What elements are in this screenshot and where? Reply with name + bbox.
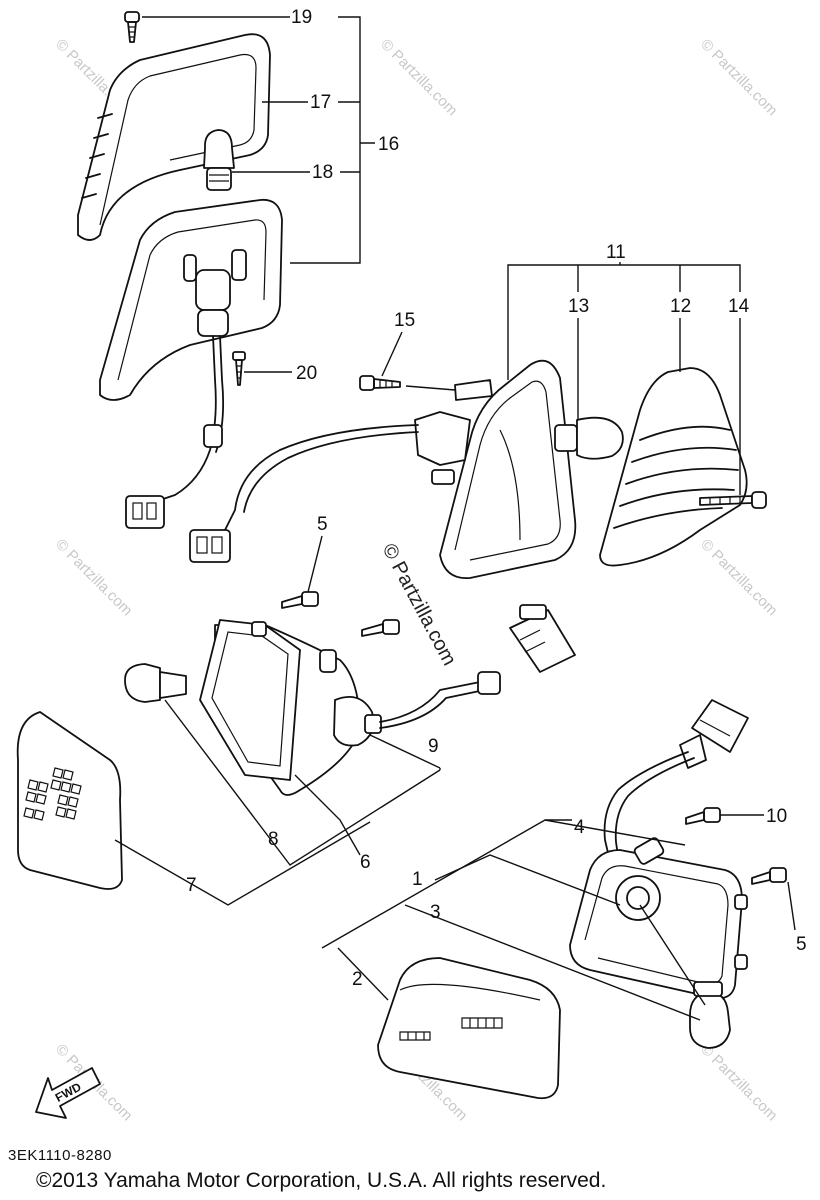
watermark: © Partzilla.com bbox=[697, 1041, 780, 1124]
label-20: 20 bbox=[296, 363, 317, 384]
label-5-right: 5 bbox=[796, 934, 807, 955]
label-19: 19 bbox=[291, 7, 312, 28]
flasher-housing-1 bbox=[569, 837, 748, 1000]
screw-5-top bbox=[281, 591, 319, 609]
label-13: 13 bbox=[568, 296, 589, 317]
label-6: 6 bbox=[360, 852, 371, 873]
front-flasher-assembly bbox=[189, 359, 767, 579]
screw-center bbox=[361, 619, 400, 637]
bulb-13 bbox=[554, 416, 624, 460]
label-14: 14 bbox=[728, 296, 750, 317]
bulb-18 bbox=[203, 129, 235, 191]
label-11: 11 bbox=[606, 242, 626, 263]
screw-5-right bbox=[751, 867, 787, 885]
label-15: 15 bbox=[394, 310, 415, 331]
watermark: © Partzilla.com bbox=[377, 36, 460, 119]
screw-19 bbox=[124, 11, 140, 43]
flasher-housing-11 bbox=[414, 359, 577, 579]
lens-7 bbox=[16, 711, 123, 890]
screw-10 bbox=[685, 807, 721, 825]
label-10: 10 bbox=[766, 806, 787, 827]
lens-17 bbox=[77, 33, 271, 241]
label-1: 1 bbox=[412, 869, 423, 890]
label-8: 8 bbox=[268, 829, 279, 850]
flasher-assembly-lower-left bbox=[16, 591, 576, 890]
copyright: ©2013 Yamaha Motor Corporation, U.S.A. A… bbox=[36, 1169, 606, 1192]
flasher-housing-9 bbox=[199, 619, 382, 796]
label-17: 17 bbox=[310, 92, 331, 113]
connector-middle bbox=[189, 529, 231, 563]
screw-15 bbox=[359, 375, 401, 391]
connector-left bbox=[125, 495, 165, 529]
watermark: © Partzilla.com bbox=[697, 536, 780, 619]
connector-lower-right bbox=[679, 699, 749, 769]
bulb-8 bbox=[124, 663, 187, 703]
label-2: 2 bbox=[352, 969, 363, 990]
label-3: 3 bbox=[430, 902, 441, 923]
flasher-assembly-lower-right bbox=[377, 699, 787, 1100]
rear-flasher-assembly bbox=[77, 11, 283, 529]
fwd-arrow: FWD bbox=[35, 1067, 101, 1119]
lens-2 bbox=[377, 957, 561, 1100]
label-5-top: 5 bbox=[317, 514, 328, 535]
diagram-code: 3EK1110-8280 bbox=[8, 1147, 112, 1164]
label-18: 18 bbox=[312, 162, 333, 183]
label-7: 7 bbox=[186, 875, 197, 896]
label-16: 16 bbox=[378, 134, 399, 155]
screw-14 bbox=[699, 491, 767, 509]
label-4: 4 bbox=[574, 817, 585, 838]
label-9: 9 bbox=[428, 736, 439, 757]
label-12: 12 bbox=[670, 296, 691, 317]
connector-lower-left bbox=[509, 604, 576, 673]
watermark: © Partzilla.com bbox=[52, 536, 135, 619]
screw-20 bbox=[232, 351, 246, 386]
lens-12 bbox=[599, 367, 748, 567]
flasher-housing-16 bbox=[99, 198, 283, 401]
watermark: © Partzilla.com bbox=[697, 36, 780, 119]
